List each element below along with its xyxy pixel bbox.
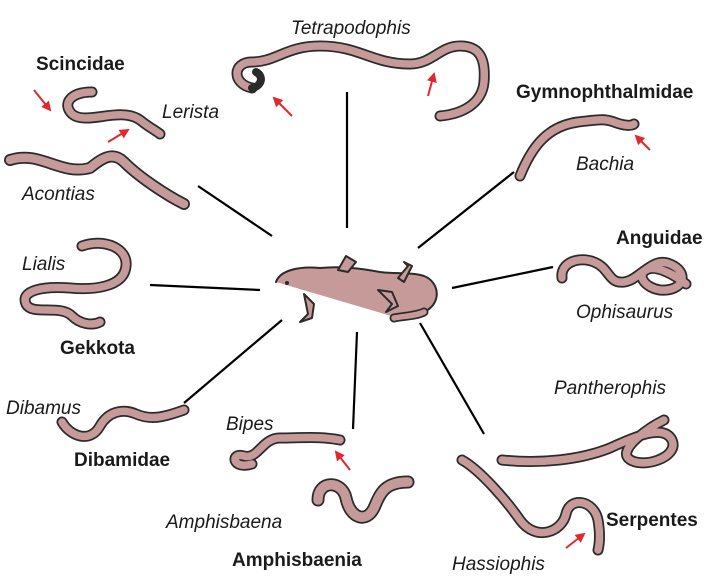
label-bachia: Bachia (576, 154, 634, 175)
amphisbaena-figure (311, 475, 415, 524)
label-lerista: Lerista (162, 102, 219, 123)
pantherophis-figure (496, 414, 679, 469)
spoke-serpentes (419, 322, 485, 435)
label-tetrapodophis: Tetrapodophis (291, 18, 411, 39)
label-ophisaurus: Ophisaurus (576, 302, 674, 323)
spoke-anguidae (451, 265, 554, 290)
spoke-scincidae (197, 185, 273, 237)
label-serpentes: Serpentes (606, 510, 698, 531)
label-gymnophthalmidae: Gymnophthalmidae (516, 82, 693, 103)
dibamus-figure (56, 404, 190, 442)
label-scincidae: Scincidae (36, 54, 125, 75)
spoke-amphisbaenia (351, 331, 359, 430)
hassiophis-figure (456, 454, 605, 556)
label-amphisbaenia: Amphisbaenia (232, 550, 362, 571)
limb-arrow-icon (33, 89, 52, 112)
limb-arrow-icon (107, 128, 130, 143)
label-dibamus: Dibamus (6, 398, 81, 419)
label-pantherophis: Pantherophis (554, 378, 666, 399)
spoke-gekkota (149, 283, 261, 292)
acontias-figure (4, 150, 190, 210)
limb-arrow-icon (427, 72, 437, 97)
spokes (149, 92, 554, 435)
tetrapodophis-head (248, 68, 265, 92)
label-amphisbaena: Amphisbaena (165, 512, 282, 533)
bipes-figure (229, 432, 351, 471)
limb-arrow-icon (272, 96, 293, 117)
limb-arrow-icon (334, 450, 351, 471)
limb-arrow-icon (565, 532, 586, 549)
labels: Tetrapodophis Scincidae Lerista Acontias… (6, 18, 703, 575)
label-anguidae: Anguidae (616, 228, 703, 249)
lialis-figure (19, 237, 132, 330)
label-bipes: Bipes (226, 414, 274, 435)
bachia-figure (514, 114, 651, 182)
spoke-gymnophthalmidae (417, 171, 515, 249)
spoke-dibamidae (183, 319, 283, 404)
label-hassiophis: Hassiophis (452, 554, 545, 575)
tetrapodophis-figure (231, 40, 490, 122)
label-dibamidae: Dibamidae (74, 450, 170, 471)
label-lialis: Lialis (22, 254, 66, 275)
ophisaurus-figure (556, 254, 692, 296)
label-acontias: Acontias (21, 184, 95, 205)
limb-arrow-icon (634, 134, 651, 151)
lizard-icon (275, 255, 438, 323)
label-gekkota: Gekkota (60, 338, 135, 359)
lerista-figure (33, 86, 166, 143)
